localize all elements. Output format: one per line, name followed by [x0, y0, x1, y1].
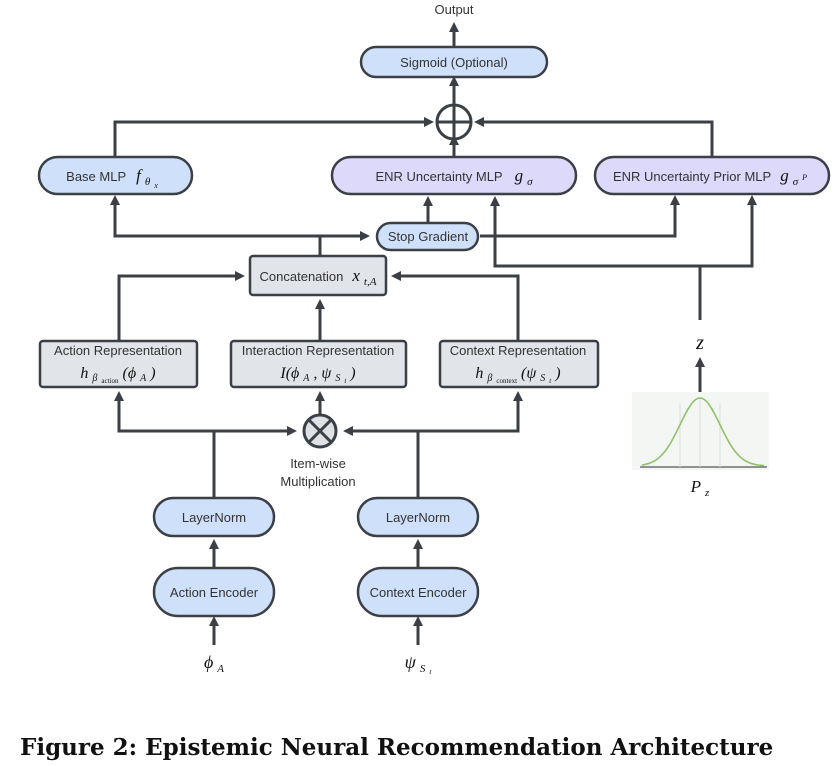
stop-gradient-label: Stop Gradient [388, 229, 469, 244]
figure-caption: Figure 2: Epistemic Neural Recommendatio… [20, 734, 773, 761]
sum-node [435, 103, 473, 141]
gaussian-curve [641, 397, 765, 467]
context-rep-arg: (ψ [521, 365, 537, 382]
multiply-label-1: Item-wise [290, 456, 346, 471]
layernorm-right-label: LayerNorm [386, 510, 450, 525]
edge-split-base [110, 195, 320, 238]
context-rep-subsub: context [496, 377, 517, 385]
action-rep-label: Action Representation [54, 343, 182, 358]
edge-action-concat [117, 271, 245, 340]
base-mlp-subsub: x [153, 181, 158, 190]
action-rep-arg: (ϕ [123, 365, 137, 382]
edge-z-prior [700, 195, 757, 268]
context-encoder-node: Context Encoder [356, 566, 480, 618]
input-right-subsub: t [429, 668, 432, 676]
input-right-sub: S [420, 663, 426, 675]
action-encoder-label: Action Encoder [170, 585, 259, 600]
output-label: Output [434, 2, 473, 17]
base-mlp-label: Base MLP [66, 169, 126, 184]
svg-text:ϕ A: ϕ A [204, 652, 224, 675]
context-rep-node: Context Representation h β context (ψ S … [438, 339, 600, 389]
interaction-rep-subsub: t [344, 377, 347, 385]
svg-text:I(ϕ A , ψ S: I(ϕ A , ψ S t ) [279, 365, 355, 387]
context-rep-sub: β [486, 373, 492, 384]
context-rep-label: Context Representation [450, 343, 587, 358]
z-label: z [695, 332, 704, 354]
concat-sub: t,A [364, 276, 377, 288]
enr-prior-symbol: g [780, 166, 789, 185]
sigmoid-node: Sigmoid (Optional) [359, 45, 549, 79]
interaction-rep-close: ) [349, 365, 355, 382]
svg-text:ENR Uncertainty Prior MLP: ENR Uncertainty Prior MLP g σ P [613, 166, 807, 189]
edge-stopgrad-prior [480, 195, 680, 238]
sigmoid-label: Sigmoid (Optional) [400, 55, 508, 70]
concatenation-label: Concatenation [260, 269, 344, 284]
action-rep-node: Action Representation h β action (ϕ A ) [38, 339, 199, 389]
enr-mlp-symbol: g [515, 166, 524, 185]
input-right-symbol: ψ [405, 652, 417, 672]
svg-text:Concatenation x t,: Concatenation x t,A [260, 266, 377, 288]
edge-ln-right-context [418, 391, 523, 433]
svg-text:P z: P z [690, 477, 710, 499]
interaction-rep-sub: A [302, 373, 310, 384]
svg-text:h β context: h β context (ψ S t ) [475, 365, 560, 387]
edge-ln-left-action [114, 391, 214, 433]
pz-sub: z [704, 487, 710, 499]
action-encoder-node: Action Encoder [152, 566, 276, 618]
action-rep-arg-sub: A [139, 373, 147, 384]
interaction-rep-label: Interaction Representation [242, 343, 394, 358]
svg-text:ψ S t: ψ S t [405, 652, 433, 676]
edge-base-sum [113, 117, 434, 160]
context-rep-close: ) [554, 365, 560, 382]
multiply-node [302, 413, 338, 449]
concat-symbol: x [351, 266, 360, 285]
action-rep-close: ) [149, 365, 155, 382]
interaction-rep-mid: , ψ [313, 365, 332, 382]
svg-text:h β action (: h β action (ϕ A ) [80, 365, 155, 387]
context-rep-symbol: h [475, 365, 483, 382]
edge-context-concat [391, 271, 520, 340]
action-rep-sub: β [91, 373, 97, 384]
interaction-rep-sub2: S [335, 373, 340, 384]
edge-prior-sum [474, 117, 714, 160]
enr-mlp-label: ENR Uncertainty MLP [375, 169, 502, 184]
layernorm-right-node: LayerNorm [356, 496, 480, 538]
gaussian-plot [632, 392, 769, 470]
concatenation-node: Concatenation x t,A [248, 254, 388, 297]
action-rep-subsub: action [101, 377, 119, 385]
stop-gradient-node: Stop Gradient [375, 221, 480, 252]
svg-text:Base MLP f θ: Base MLP f θ x [66, 166, 158, 190]
interaction-rep-symbol: I(ϕ [279, 365, 299, 382]
base-mlp-symbol: f [136, 166, 143, 185]
enr-prior-label: ENR Uncertainty Prior MLP [613, 169, 771, 184]
input-left-sub: A [216, 663, 224, 675]
enr-mlp-sub: σ [527, 176, 533, 188]
enr-mlp-node: ENR Uncertainty MLP g σ [330, 155, 578, 196]
context-encoder-label: Context Encoder [370, 585, 468, 600]
multiply-label-2: Multiplication [280, 474, 355, 489]
interaction-rep-node: Interaction Representation I(ϕ A , ψ S t… [229, 339, 408, 389]
pz-symbol: P [690, 477, 701, 496]
layernorm-left-label: LayerNorm [182, 510, 246, 525]
base-mlp-sub: θ [145, 176, 151, 188]
action-rep-symbol: h [80, 365, 88, 382]
enr-prior-sub: σ [793, 176, 799, 188]
base-mlp-node: Base MLP f θ x [37, 155, 194, 196]
enr-prior-node: ENR Uncertainty Prior MLP g σ P [593, 155, 831, 196]
svg-text:ENR Uncertainty MLP g: ENR Uncertainty MLP g σ [375, 166, 533, 188]
context-rep-arg-subsub: t [549, 377, 552, 385]
edges [110, 22, 757, 645]
context-rep-arg-sub: S [540, 373, 545, 384]
layernorm-left-node: LayerNorm [152, 496, 276, 538]
edge-z-enr [490, 196, 702, 320]
enr-prior-subsub: P [801, 173, 807, 182]
input-left-symbol: ϕ [204, 652, 213, 672]
